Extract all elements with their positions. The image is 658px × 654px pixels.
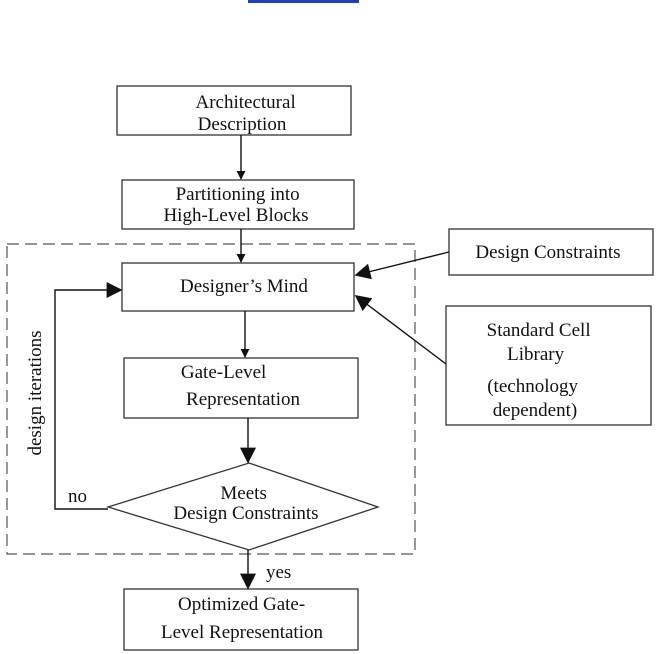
node-gate-level-representation: Gate-Level Representation [123,357,359,419]
node-standard-cell-library: Standard Cell Library (technology depend… [445,305,652,426]
node-designers-mind: Designer’s Mind [121,262,355,312]
svg-text:Architectural Descriptio: Architectural Description [196,92,301,135]
label-no: no [68,486,87,507]
label-line: Gate-Level [181,362,266,383]
edge-decision-no-loop [54,282,123,510]
svg-text:Designer’s Mind: Designer’s Mind [180,276,308,297]
label-line: Design Constraints [475,242,620,263]
svg-text:Optimized Gate- Level Re: Optimized Gate- Level Representation [161,594,323,643]
label-line: (technology [487,376,578,397]
svg-text:Gate-Level Representatio: Gate-Level Representation [181,362,301,410]
node-partitioning: Partitioning into High-Level Blocks [121,179,355,230]
label-line: Library [507,344,564,365]
node-meets-design-constraints: Meets Design Constraints [105,462,381,551]
label-line: Optimized Gate- [178,594,305,615]
svg-text:Partitioning into High-L: Partitioning into High-Level Blocks [163,184,308,226]
label-line: Level Representation [161,622,323,643]
label-line: Representation [186,389,300,410]
label-yes: yes [266,562,291,583]
edge-std-cell-to-designer [354,295,447,365]
node-architectural-description: Architectural Description [116,85,352,136]
top-link-bar [248,0,359,3]
svg-text:Design Constraints: Design Constraints [475,242,620,263]
node-design-constraints: Design Constraints [448,228,654,276]
label-line: dependent) [493,400,577,421]
svg-text:Standard Cell Library: Standard Cell Library (technology depend… [487,320,596,421]
svg-text:Meets Design Constraints: Meets Design Constraints [173,483,318,524]
label-line: Design Constraints [173,503,318,524]
label-line: Architectural [196,92,296,113]
label-design-iterations: design iterations [25,330,46,455]
label-line: Partitioning into [176,184,300,205]
label-line: Description [198,114,287,135]
design-iteration-region [6,243,416,555]
node-optimized-representation: Optimized Gate- Level Representation [123,588,359,651]
edge-design-constraints-to-designer [354,251,450,280]
label-line: Designer’s Mind [180,276,308,297]
label-line: Meets [220,483,266,504]
label-line: High-Level Blocks [163,205,308,226]
label-line: Standard Cell [487,320,591,341]
